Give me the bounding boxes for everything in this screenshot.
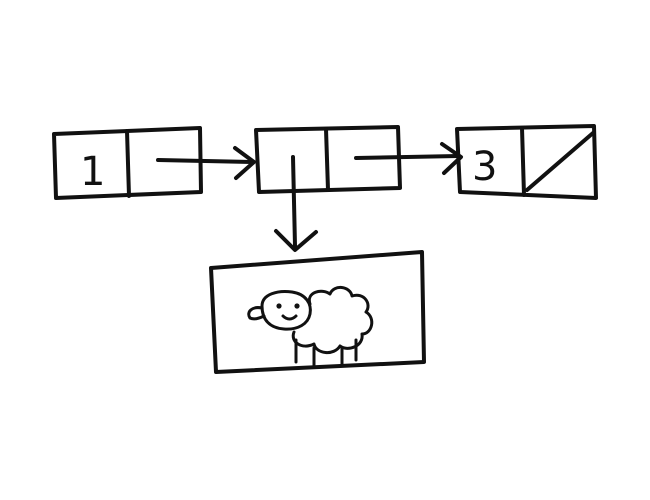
- node-3-value: 3: [472, 144, 497, 190]
- arrow-shaft: [291, 155, 297, 248]
- sheep-head: [260, 290, 312, 331]
- arrow-node1-to-node2: [156, 146, 256, 180]
- list-node-3: 3: [455, 124, 598, 200]
- arrow-node2-to-node3: [354, 142, 463, 175]
- list-node-2: [254, 125, 402, 194]
- arrowhead-icon: [274, 229, 318, 252]
- sheep-ear: [247, 306, 266, 321]
- node-3-divider: [520, 126, 526, 197]
- sheep-eye: [294, 303, 300, 309]
- node-1-divider: [125, 129, 131, 198]
- node-3-box: [455, 124, 598, 200]
- node-2-divider: [324, 127, 330, 192]
- arrowhead-icon: [440, 142, 463, 175]
- sheep-eye: [276, 303, 282, 309]
- arrow-shaft: [156, 158, 254, 164]
- list-node-1: 1: [52, 126, 203, 200]
- node-2-box: [254, 125, 402, 194]
- arrowhead-icon: [233, 146, 256, 180]
- sheep-icon: [247, 286, 374, 368]
- sheep-smile: [281, 314, 298, 321]
- image-frame: [209, 250, 426, 374]
- node-1-box: [52, 126, 203, 200]
- null-terminator-slash-icon: [525, 131, 595, 192]
- node-1-value: 1: [80, 149, 105, 195]
- arrow-node2-to-image: [274, 155, 318, 252]
- image-box: [209, 250, 426, 374]
- sheep-body: [291, 286, 374, 354]
- arrow-shaft: [354, 154, 460, 160]
